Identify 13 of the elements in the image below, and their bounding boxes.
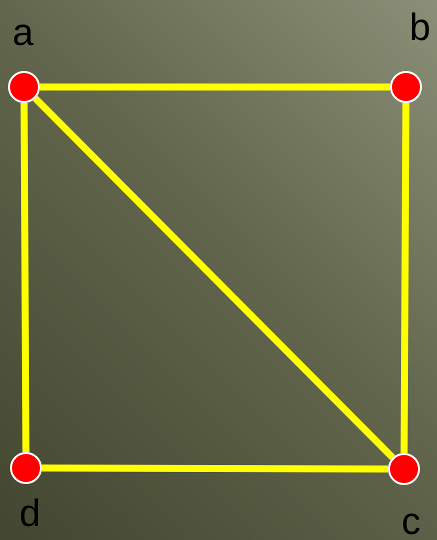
edge-line bbox=[42, 464, 388, 472]
vertex-circle bbox=[390, 71, 422, 103]
edge-line bbox=[40, 84, 390, 90]
edge-line bbox=[400, 102, 410, 454]
vertex-label: b bbox=[409, 9, 431, 47]
vertex-label: c bbox=[402, 503, 420, 540]
vertex-circle bbox=[10, 452, 42, 484]
vertex-label: a bbox=[12, 14, 34, 52]
vertex-circle bbox=[8, 71, 40, 103]
vertex-circle bbox=[388, 453, 420, 485]
edge-line bbox=[20, 102, 30, 452]
vertex-label: d bbox=[19, 495, 41, 533]
edge-line bbox=[32, 96, 396, 460]
